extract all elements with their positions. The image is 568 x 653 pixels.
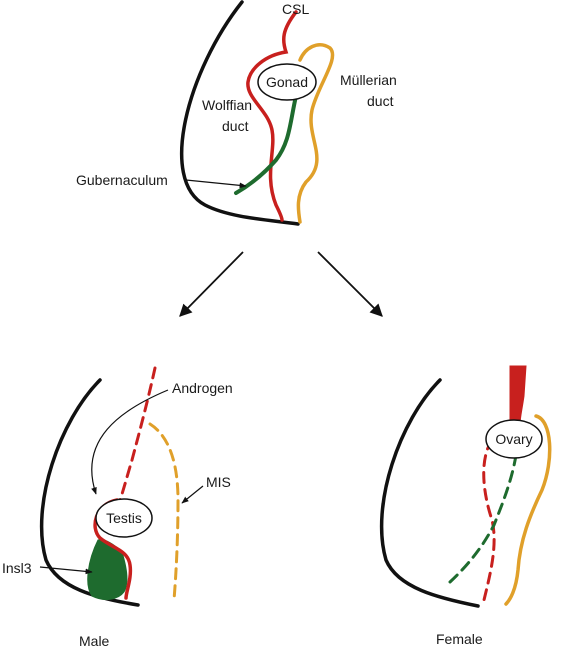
wolffian-duct-label-line1: Wolffian (202, 97, 252, 113)
ovary-ellipse (485, 419, 543, 459)
mullerian-duct-top (296, 43, 335, 224)
ovary-label: Ovary (495, 431, 532, 447)
gubernaculum-male (87, 539, 128, 600)
body-wall-outline-top (180, 0, 300, 226)
wolffian-duct-top (246, 10, 298, 222)
male-caption: Male (79, 633, 110, 649)
androgen-label: Androgen (172, 380, 233, 396)
csl-female (509, 365, 527, 425)
mis-arrow (181, 485, 204, 504)
gubernaculum-top (234, 94, 298, 195)
mis-label: MIS (206, 474, 231, 490)
androgen-arrow (91, 389, 169, 495)
insl3-pointer (39, 566, 93, 575)
insl3-label: Insl3 (2, 560, 32, 576)
arrow-to-male (179, 251, 244, 317)
testis-label: Testis (106, 510, 142, 526)
female-caption: Female (436, 631, 483, 647)
regressed-wolffian-dashes (118, 366, 157, 502)
gonad-label: Gonad (266, 74, 308, 90)
gonad-ellipse (257, 63, 317, 101)
regressed-gubernaculum-dashes-female (448, 453, 518, 584)
male-panel: Testis Androgen MIS Insl3 Male (2, 366, 233, 649)
mullerian-duct-female (504, 414, 552, 606)
regressed-mullerian-dashes (148, 422, 180, 602)
testis-ellipse (95, 498, 153, 538)
body-wall-outline-female (379, 378, 480, 608)
top-panel: Gonad CSL Müllerian duct Wolffian duct G… (76, 0, 397, 226)
gubernaculum-label: Gubernaculum (76, 172, 168, 188)
wolffian-duct-label-line2: duct (222, 118, 249, 134)
arrow-to-female (317, 251, 383, 317)
regressed-wolffian-dashes-female (482, 438, 496, 602)
gubernaculum-pointer (185, 179, 247, 189)
mullerian-duct-label-line2: duct (367, 93, 394, 109)
csl-label: CSL (282, 1, 309, 17)
female-panel: Ovary Female (379, 365, 552, 647)
mullerian-duct-label-line1: Müllerian (340, 72, 397, 88)
